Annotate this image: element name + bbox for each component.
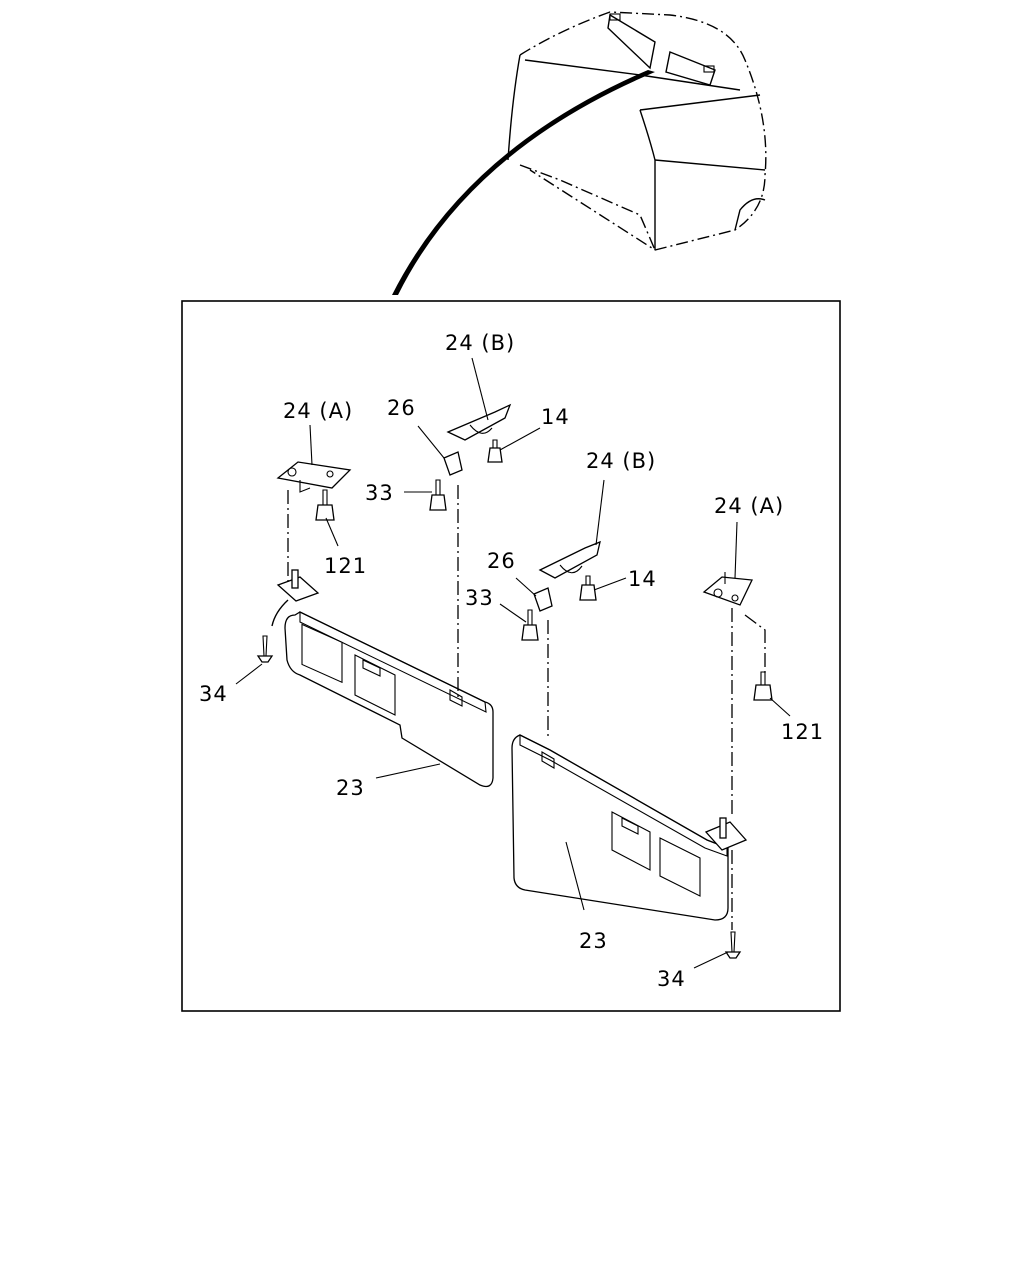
bracket-24a-right — [702, 572, 753, 606]
screw-121-left — [315, 489, 335, 521]
label-121-left: 121 — [324, 554, 367, 578]
label-121-right: 121 — [781, 720, 824, 744]
left-sun-visor — [284, 611, 494, 788]
label-26-left: 26 — [387, 396, 416, 420]
screw-34-right — [724, 931, 742, 959]
detail-frame — [181, 300, 841, 1012]
label-24a-left: 24 (A) — [283, 399, 353, 423]
bracket-24b-top — [446, 403, 512, 441]
label-33-mid: 33 — [465, 586, 494, 610]
label-34-left: 34 — [199, 682, 228, 706]
right-visor-pivot — [547, 608, 766, 930]
label-24b-top: 24 (B) — [445, 331, 515, 355]
clip-26-mid — [533, 587, 553, 612]
screw-34-left — [256, 635, 274, 663]
screw-121-right — [753, 671, 773, 701]
label-24b-mid: 24 (B) — [586, 449, 656, 473]
clip-26-left — [443, 451, 463, 476]
leader-lines — [235, 357, 791, 969]
screw-14-top — [487, 439, 503, 463]
screw-33-mid — [521, 609, 539, 641]
bracket-24b-mid — [538, 540, 601, 579]
label-24a-right: 24 (A) — [714, 494, 784, 518]
label-34-right: 34 — [657, 967, 686, 991]
cab-overview — [392, 11, 767, 295]
screw-14-mid — [579, 575, 597, 601]
label-23-right: 23 — [579, 929, 608, 953]
screw-33-left — [429, 479, 447, 511]
label-33-left: 33 — [365, 481, 394, 505]
label-26-mid: 26 — [487, 549, 516, 573]
label-14-mid: 14 — [628, 567, 657, 591]
label-23-left: 23 — [336, 776, 365, 800]
label-14-top: 14 — [541, 405, 570, 429]
left-visor-pivot — [271, 485, 459, 700]
bracket-24a-left — [276, 461, 352, 493]
right-sun-visor — [511, 734, 729, 921]
